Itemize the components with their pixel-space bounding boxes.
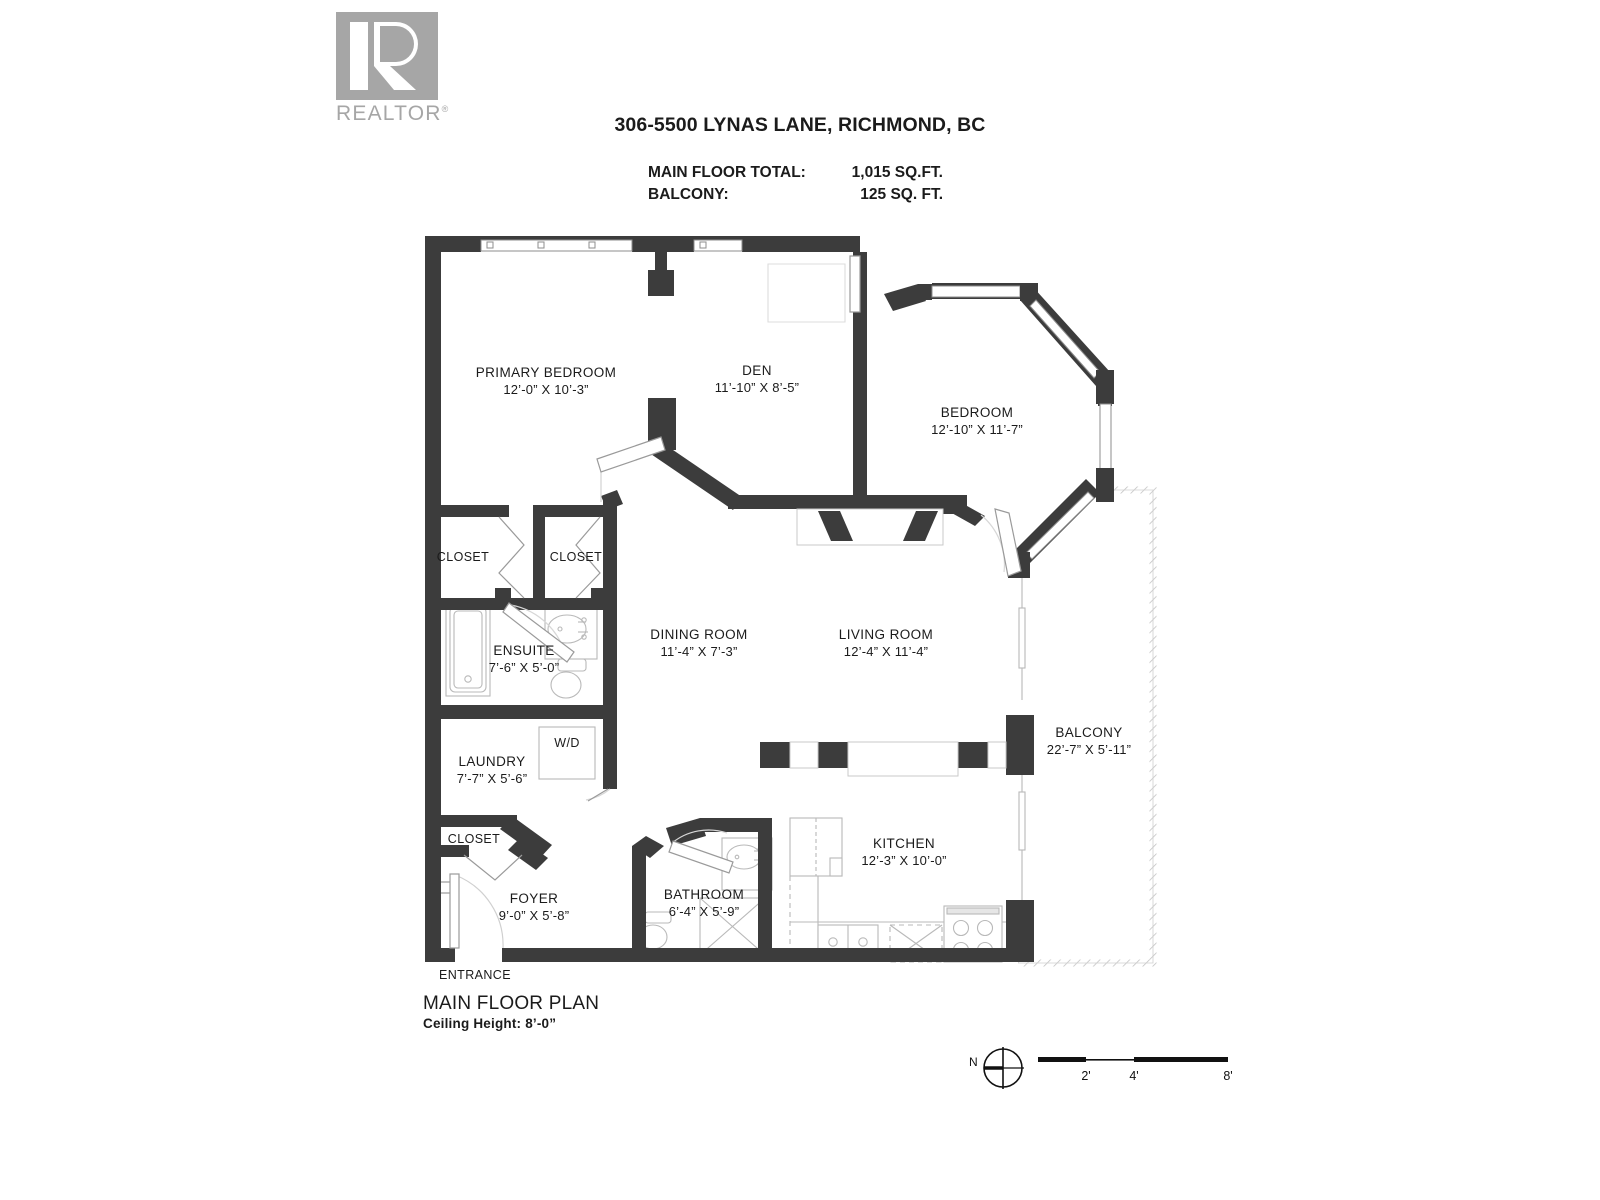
door-bathroom [668, 829, 734, 874]
room-label-living-room: LIVING ROOM 12’-4” X 11’-4” [839, 626, 933, 660]
footer-block: MAIN FLOOR PLAN Ceiling Height: 8’-0” [423, 993, 599, 1033]
area-label-balcony: BALCONY: [648, 186, 729, 203]
label-closet-bedroom-left: CLOSET [436, 550, 490, 564]
room-label-bathroom: BATHROOM 6’-4” X 5’-9” [664, 886, 744, 920]
room-name-foyer: FOYER [509, 891, 559, 906]
ceiling-height-label: Ceiling Height: 8’-0” [423, 1016, 557, 1031]
washer-dryer-unit [538, 726, 596, 780]
area-value-main-floor: 1,015 SQ.FT. [851, 164, 943, 181]
room-name-kitchen: KITCHEN [872, 836, 936, 851]
page-title: 306-5500 LYNAS LANE, RICHMOND, BC [614, 114, 986, 136]
label-entrance: ENTRANCE [439, 968, 511, 982]
room-name-laundry: LAUNDRY [458, 754, 526, 769]
realtor-logo-mark [336, 12, 438, 100]
main-floor-plan-title: MAIN FLOOR PLAN [423, 993, 600, 1014]
scale-tick-4ft: 4' [1129, 1069, 1139, 1083]
door-closet-left [498, 516, 525, 599]
room-name-den: DEN [742, 363, 772, 378]
den-upper-overlay [767, 263, 846, 323]
scale-and-compass: N 2' 4' 8' [969, 1040, 1233, 1110]
room-label-dining-room: DINING ROOM 11’-4” X 7’-3” [650, 626, 747, 660]
door-laundry [585, 788, 611, 802]
room-name-balcony: BALCONY [1055, 725, 1123, 740]
area-value-balcony: 125 SQ. FT. [860, 186, 943, 203]
room-dims-dining-room: 11’-4” X 7’-3” [660, 644, 738, 659]
area-label-main-floor: MAIN FLOOR TOTAL: [648, 164, 806, 181]
room-name-dining-room: DINING ROOM [650, 627, 748, 642]
door-foyer-closet [463, 854, 523, 881]
scale-bar-graphic [1038, 1057, 1228, 1062]
room-name-living-room: LIVING ROOM [838, 627, 934, 642]
walls-layer [425, 236, 1114, 962]
room-label-laundry: LAUNDRY 7’-7” X 5’-6” [457, 753, 528, 787]
realtor-wordmark: REALTOR® [336, 102, 450, 126]
compass-icon: N [969, 1045, 1026, 1091]
doors-layer [441, 255, 1022, 949]
balcony-rail-lines [1018, 578, 1026, 900]
room-label-kitchen: KITCHEN 12’-3” X 10’-0” [861, 835, 946, 869]
room-label-primary-bedroom: PRIMARY BEDROOM 12’-0” X 10’-3” [476, 364, 617, 398]
room-name-ensuite: ENSUITE [493, 643, 555, 658]
refrigerator [789, 817, 843, 877]
room-dims-bedroom: 12’-10” X 11’-7” [931, 422, 1023, 437]
label-washer-dryer: W/D [554, 736, 580, 750]
room-dims-laundry: 7’-7” X 5’-6” [456, 771, 528, 786]
room-name-primary-bedroom: PRIMARY BEDROOM [475, 365, 617, 380]
room-dims-kitchen: 12’-3” X 10’-0” [861, 853, 947, 868]
area-summary: MAIN FLOOR TOTAL: 1,015 SQ.FT. BALCONY: … [648, 162, 943, 206]
scale-tick-8ft: 8' [1223, 1069, 1233, 1083]
realtor-logo: REALTOR® [336, 12, 448, 125]
room-label-foyer: FOYER 9’-0” X 5’-8” [499, 890, 570, 924]
room-dims-foyer: 9’-0” X 5’-8” [498, 908, 570, 923]
window-den-right [849, 255, 861, 313]
room-label-balcony: BALCONY 22’-7” X 5’-11” [1047, 724, 1131, 758]
toilet-ensuite [550, 658, 587, 699]
room-name-bathroom: BATHROOM [663, 887, 745, 902]
area-row-balcony: BALCONY: 125 SQ. FT. [648, 184, 943, 206]
room-dims-balcony: 22’-7” X 5’-11” [1046, 742, 1132, 757]
door-ensuite [502, 602, 575, 663]
room-label-ensuite: ENSUITE 7’-6” X 5’-0” [489, 642, 560, 676]
room-label-bedroom: BEDROOM 12’-10” X 11’-7” [931, 404, 1023, 438]
label-closet-bedroom-right: CLOSET [549, 550, 603, 564]
realtor-r-icon [336, 12, 438, 100]
room-dims-living-room: 12’-4” X 11’-4” [843, 644, 929, 659]
door-bedroom-balcony [980, 508, 1022, 577]
room-label-den: DEN 11’-10” X 8’-5” [715, 362, 799, 396]
door-entrance [441, 873, 504, 949]
realtor-wordmark-text: REALTOR [336, 102, 442, 125]
bathtub-ensuite [445, 602, 491, 697]
registered-mark: ® [441, 104, 450, 114]
room-dims-primary-bedroom: 12’-0” X 10’-3” [503, 382, 589, 397]
compass-north-label: N [969, 1055, 978, 1069]
scale-bar: 2' 4' 8' [1038, 1053, 1233, 1087]
fixtures-layer [445, 263, 1026, 963]
door-primary-bedroom [596, 436, 666, 502]
compass-rose-icon [983, 1047, 1024, 1089]
label-closet-foyer: CLOSET [447, 832, 501, 846]
room-dims-ensuite: 7’-6” X 5’-0” [488, 660, 560, 675]
room-dims-den: 11’-10” X 8’-5” [714, 380, 800, 395]
scale-tick-2ft: 2' [1081, 1069, 1091, 1083]
room-dims-bathroom: 6’-4” X 5’-9” [668, 904, 740, 919]
area-row-main-floor: MAIN FLOOR TOTAL: 1,015 SQ.FT. [648, 162, 943, 184]
balcony-outline [1018, 486, 1157, 967]
room-name-bedroom: BEDROOM [940, 405, 1014, 420]
shower-bathroom [699, 897, 766, 956]
door-closet-right [575, 516, 601, 599]
